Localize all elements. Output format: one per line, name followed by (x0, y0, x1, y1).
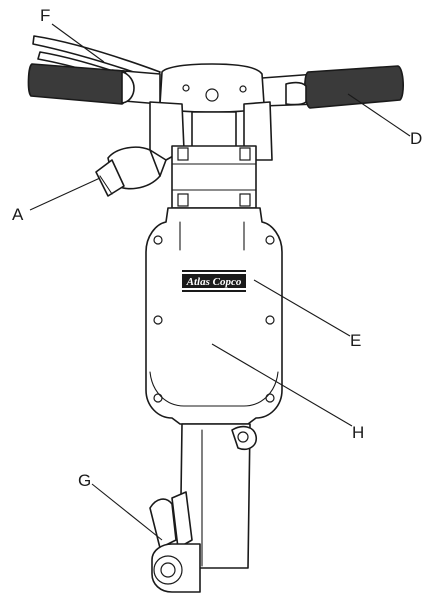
retainer-latch (149, 491, 201, 593)
callout-labels: F A D E H G (12, 6, 422, 490)
leader-f (51, 23, 105, 63)
label-f: F (40, 6, 50, 25)
leader-e (253, 279, 351, 337)
label-d: D (410, 129, 422, 148)
top-head (159, 63, 265, 113)
air-inlet (95, 146, 167, 197)
leader-lines (29, 23, 411, 541)
neck (149, 101, 273, 209)
label-a: A (12, 205, 24, 224)
left-handle (27, 63, 161, 105)
front-head (179, 423, 258, 569)
logo-text: Atlas Copco (186, 276, 242, 288)
main-body (145, 207, 283, 425)
leader-d (347, 93, 411, 137)
label-h: H (352, 423, 364, 442)
label-g: G (78, 471, 91, 490)
leader-a (29, 177, 101, 211)
label-e: E (350, 331, 361, 350)
leader-h (211, 343, 353, 427)
atlas-copco-logo: Atlas Copco (182, 270, 246, 292)
leader-g (91, 483, 163, 541)
right-handle (261, 65, 404, 109)
